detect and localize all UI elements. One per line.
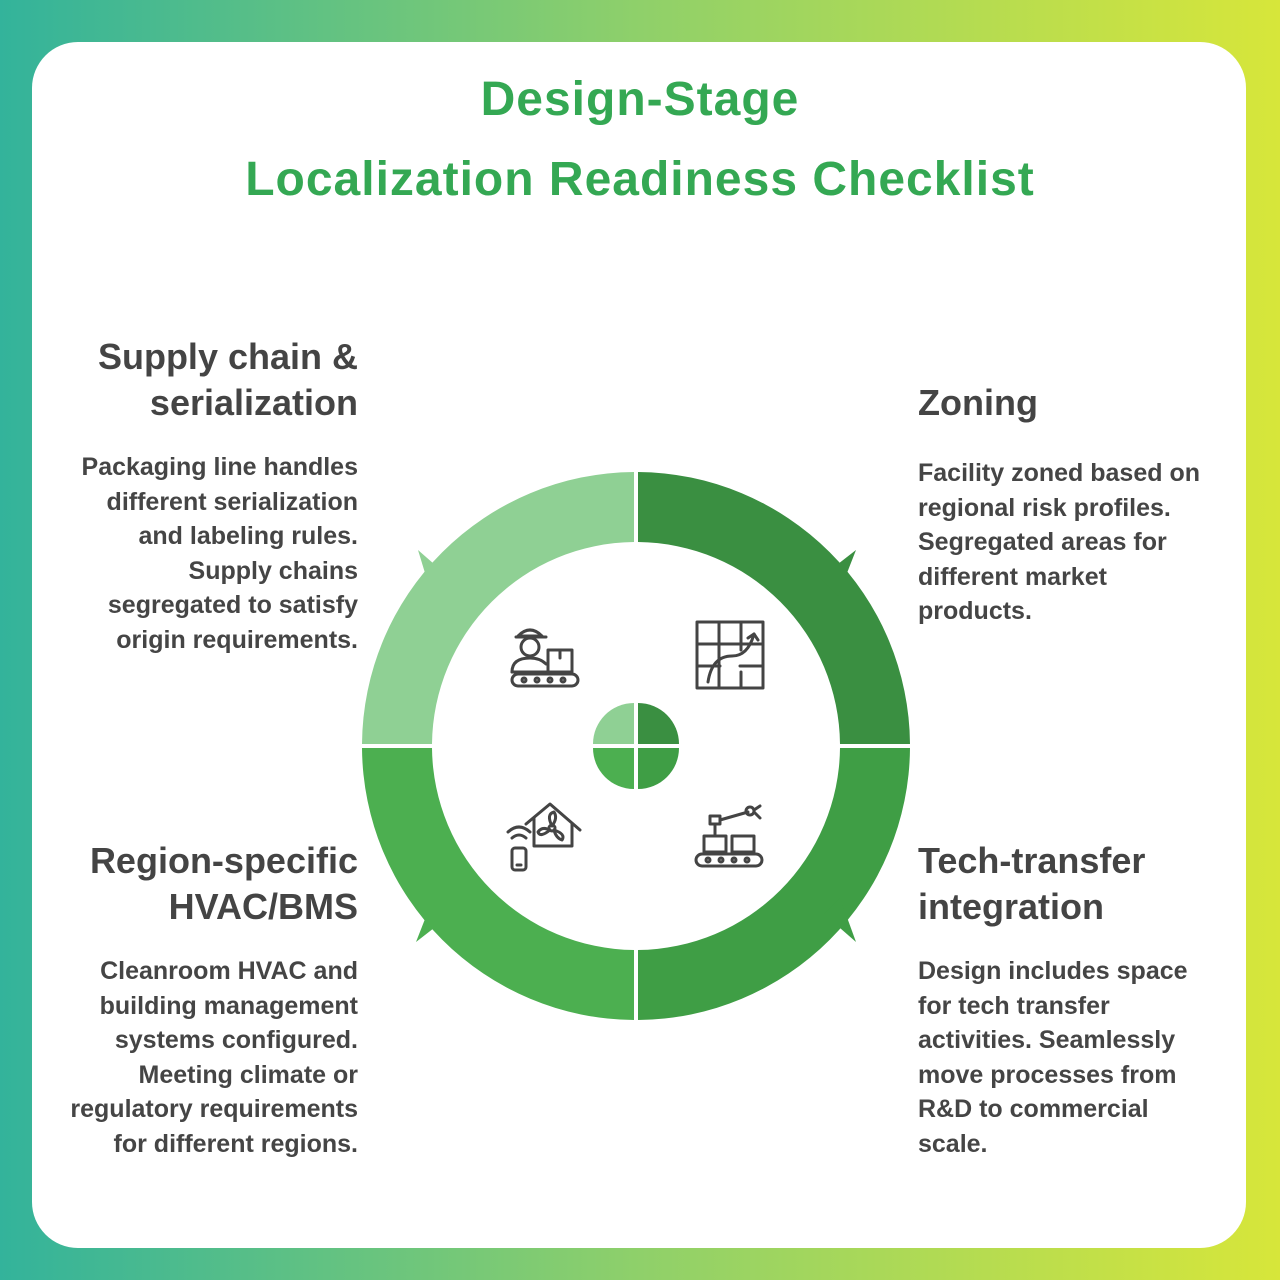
arrow-tip-bottom-right <box>824 898 856 942</box>
hvac-section: Region-specific HVAC/BMS Cleanroom HVAC … <box>30 838 358 1161</box>
tech-transfer-section: Tech-transfer integration Design include… <box>918 838 1248 1161</box>
supply-chain-section: Supply chain & serialization Packaging l… <box>30 334 358 657</box>
title-line-1: Design-Stage <box>480 73 800 126</box>
center-pie <box>593 703 679 789</box>
page-title: Design-Stage Localization Readiness Chec… <box>0 60 1280 220</box>
arrow-tip-top-left <box>418 550 450 596</box>
tech-transfer-description: Design includes space for tech transfer … <box>918 957 1188 1158</box>
worker-conveyor-icon <box>510 628 580 688</box>
pie-quadrant-zoning <box>638 703 679 744</box>
title-line-2: Localization Readiness Checklist <box>245 153 1035 206</box>
pie-quadrant-tech <box>638 748 679 789</box>
arrow-tip-bottom-left <box>416 896 452 942</box>
ring-segment-supply <box>362 472 634 744</box>
floor-plan-map-icon <box>695 620 765 690</box>
pie-quadrant-supply <box>593 703 634 744</box>
arrow-tip-top-right <box>820 550 856 596</box>
pie-quadrant-hvac <box>593 748 634 789</box>
ring-segment-hvac <box>362 748 634 1020</box>
ring-segment-zoning <box>638 472 910 744</box>
zoning-description: Facility zoned based on regional risk pr… <box>918 459 1200 625</box>
smart-home-fan-icon <box>506 802 582 872</box>
zoning-section: Zoning Facility zoned based on regional … <box>918 380 1248 629</box>
robot-arm-conveyor-icon <box>694 804 764 868</box>
ring-segment-tech <box>638 748 910 1020</box>
card <box>32 42 1246 1248</box>
supply-chain-heading: Supply chain & serialization <box>97 336 358 423</box>
supply-chain-description: Packaging line handles different seriali… <box>81 453 358 654</box>
cycle-diagram <box>362 472 910 1020</box>
zoning-heading: Zoning <box>918 382 1038 423</box>
hvac-description: Cleanroom HVAC and building management s… <box>70 957 358 1158</box>
hvac-heading: Region-specific HVAC/BMS <box>89 840 358 927</box>
tech-transfer-heading: Tech-transfer integration <box>918 840 1146 927</box>
